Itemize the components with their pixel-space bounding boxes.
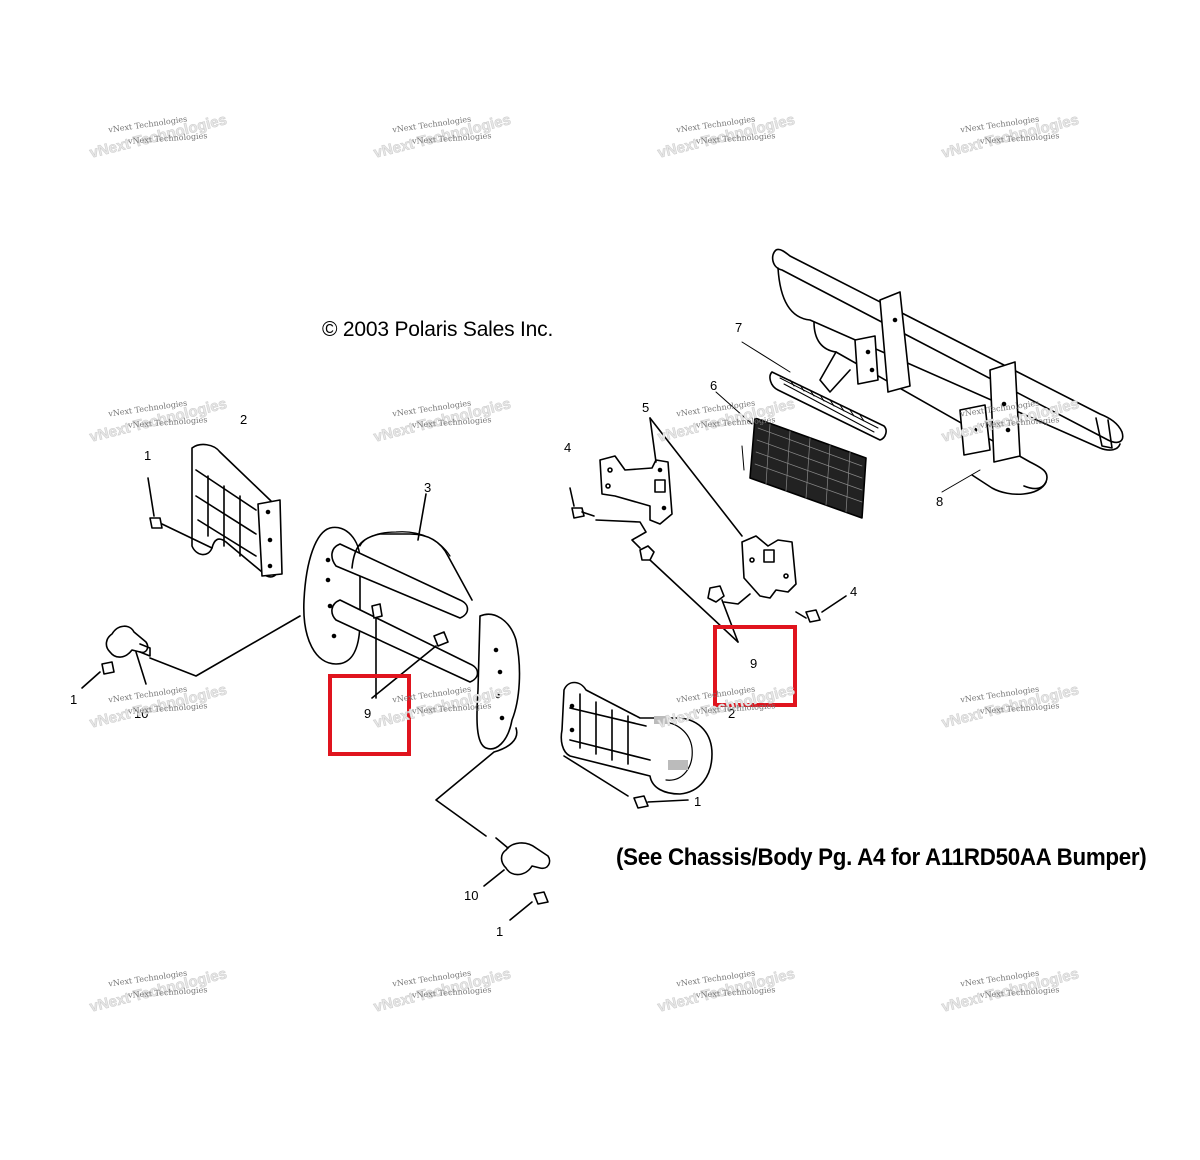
- knob-part-10-left: [105, 625, 151, 685]
- nut-part-9-a: [639, 545, 655, 561]
- callout-4: 4: [564, 440, 572, 455]
- copyright-notice: © 2003 Polaris Sales Inc.: [322, 318, 554, 341]
- reference-note: (See Chassis/Body Pg. A4 for A11RD50AA B…: [616, 844, 1147, 871]
- callout-7: 7: [735, 320, 743, 335]
- callout-1: 1: [496, 924, 504, 939]
- callout-3: 3: [424, 480, 432, 495]
- mounting-bracket-part-5-left: [599, 455, 673, 525]
- side-guard-part-2-left: [191, 443, 283, 578]
- bolt-part-1-right: [633, 795, 689, 809]
- bolt-part-4-right: [795, 595, 847, 623]
- center-frame-part-3: [303, 493, 521, 750]
- highlight-box-9-left: [328, 674, 411, 756]
- callout-4: 4: [850, 584, 858, 599]
- callout-9: 9: [750, 656, 758, 671]
- callout-9: 9: [364, 706, 372, 721]
- grille-strip-part-7: [769, 371, 887, 441]
- knob-part-10-bottom: [483, 837, 551, 887]
- callout-10: 10: [134, 706, 149, 721]
- callout-6: 6: [710, 378, 718, 393]
- callout-1: 1: [70, 692, 78, 707]
- highlight-box-9-right: [713, 625, 797, 707]
- bolt-part-1-lower-left: [81, 661, 115, 689]
- mesh-screen-part-6: [749, 417, 867, 519]
- mounting-bracket-part-5-right: [741, 535, 797, 599]
- side-guard-part-2-right: [560, 681, 713, 797]
- callout-1: 1: [694, 794, 702, 809]
- callout-2: 2: [728, 706, 736, 721]
- callout-5: 5: [642, 400, 650, 415]
- bolt-part-1-upper-left: [147, 477, 213, 549]
- callout-10: 10: [464, 888, 479, 903]
- callout-8: 8: [936, 494, 944, 509]
- callout-2: 2: [240, 412, 248, 427]
- bolt-part-1-bottom: [509, 891, 549, 921]
- callout-1: 1: [144, 448, 152, 463]
- bolt-part-4-left: [569, 487, 595, 519]
- front-bumper-part-8: [771, 248, 1124, 496]
- nut-part-9-b: [707, 585, 725, 603]
